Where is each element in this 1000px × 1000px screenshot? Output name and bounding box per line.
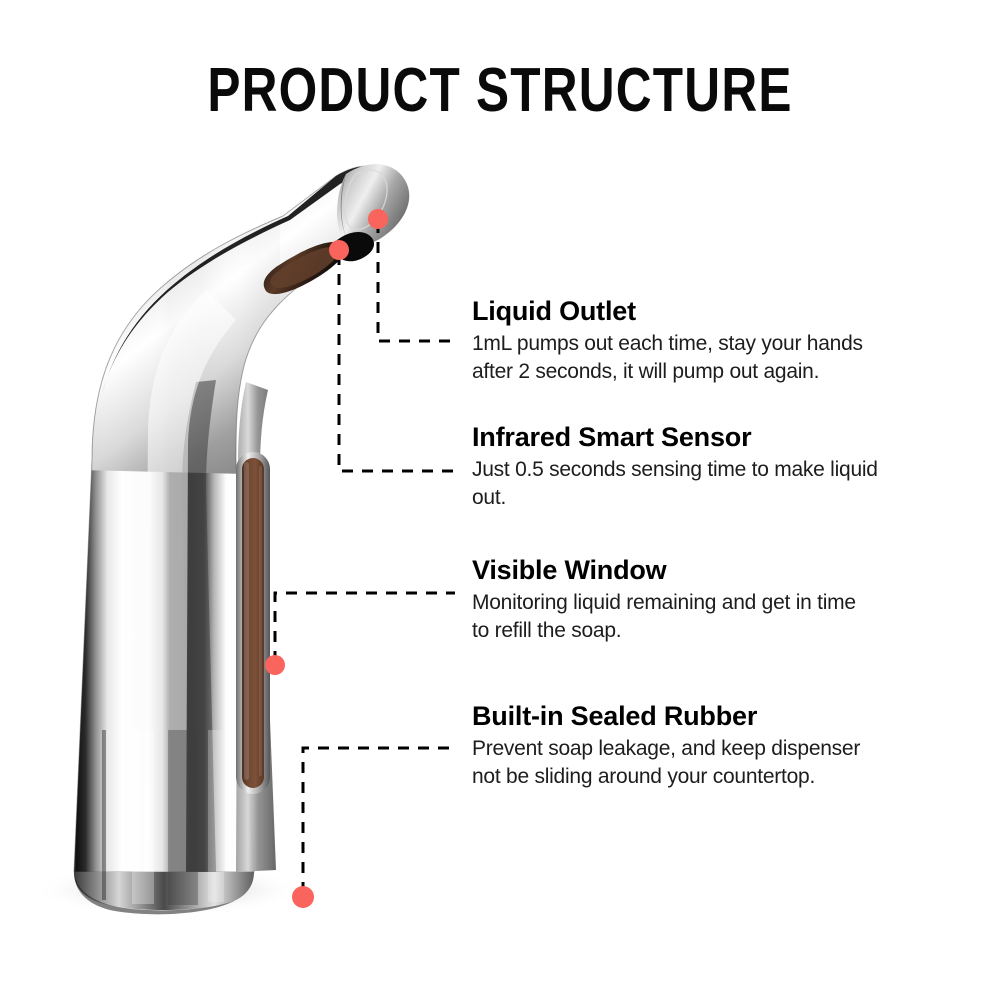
marker-sealed-rubber [292, 886, 314, 908]
marker-visible-window [265, 655, 285, 675]
callout-liquid-outlet: Liquid Outlet 1mL pumps out each time, s… [472, 295, 992, 386]
marker-liquid-outlet [368, 209, 388, 229]
callout-description-line-1: Monitoring liquid remaining and get in t… [472, 591, 856, 614]
callout-description-line-2: out. [472, 486, 507, 509]
callout-description-line-2: after 2 seconds, it will pump out again. [472, 360, 820, 383]
callout-description-line-2: to refill the soap. [472, 619, 622, 642]
product-illustration [40, 130, 460, 940]
callout-description-line-1: Prevent soap leakage, and keep dispenser [472, 737, 861, 760]
callout-description-line-2: not be sliding around your countertop. [472, 765, 816, 788]
callout-infrared-smart-sensor: Infrared Smart Sensor Just 0.5 seconds s… [472, 421, 992, 512]
callout-title: Visible Window [472, 555, 667, 585]
page-title: PRODUCT STRUCTURE [207, 56, 793, 125]
callout-visible-window: Visible Window Monitoring liquid remaini… [472, 554, 992, 645]
callout-description-line-1: 1mL pumps out each time, stay your hands [472, 332, 863, 355]
callout-title: Infrared Smart Sensor [472, 422, 752, 452]
callout-built-in-sealed-rubber: Built-in Sealed Rubber Prevent soap leak… [472, 700, 992, 791]
callout-title: Built-in Sealed Rubber [472, 701, 758, 731]
callout-description-line-1: Just 0.5 seconds sensing time to make li… [472, 458, 878, 481]
callout-title: Liquid Outlet [472, 296, 636, 326]
marker-infrared-sensor [329, 240, 349, 260]
